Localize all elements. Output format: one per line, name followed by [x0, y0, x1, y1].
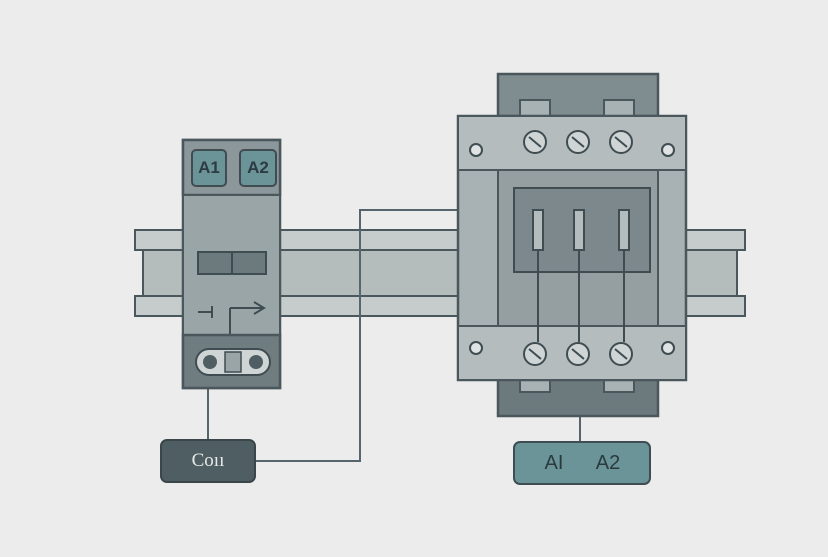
contactor-top-screws — [523, 130, 633, 154]
contactor-terminal-a1-label: AI — [544, 451, 564, 474]
contactor-label-box — [513, 441, 651, 485]
coil-label: Coıı — [191, 450, 225, 471]
wires — [207, 209, 581, 462]
wire-coil-to-contactor — [255, 209, 460, 462]
relay-terminal-a1-label: A1 — [198, 158, 220, 177]
contactor — [456, 72, 688, 418]
relay-switch-symbol — [198, 301, 266, 334]
contactor-terminal-a2-label: A2 — [595, 451, 621, 474]
relay-terminal-a2 — [239, 149, 277, 187]
contactor-bottom-screws — [523, 342, 633, 366]
contactor-mount-holes — [469, 143, 675, 355]
relay-module — [181, 138, 282, 390]
relay-terminal-a2-label: A2 — [247, 158, 269, 177]
coil-box — [160, 439, 256, 483]
relay-terminal-a1 — [191, 149, 227, 187]
